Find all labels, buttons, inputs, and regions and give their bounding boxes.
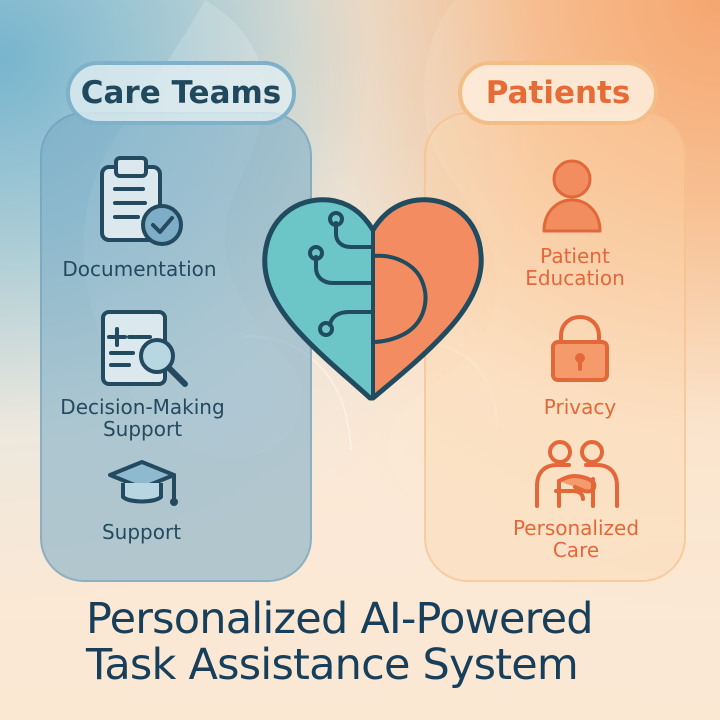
care-teams-title: Care Teams [80, 75, 282, 111]
patients-title: Patients [485, 75, 631, 111]
decision-making-support-label: Decision-Making Support [60, 395, 225, 441]
lock-icon [551, 314, 609, 382]
diagram-title: Personalized AI-Powered Task Assistance … [86, 596, 646, 688]
title-line-2: Task Assistance System [86, 640, 579, 690]
person-icon [542, 159, 602, 233]
heart-circuit-icon [262, 197, 484, 401]
privacy-label: Privacy [543, 395, 617, 419]
document-search-icon [101, 310, 188, 387]
care-teams-pill: Care Teams [66, 61, 296, 125]
documentation-label: Documentation [62, 257, 217, 281]
patient-education-label: Patient Education [525, 244, 625, 290]
graduation-cap-icon [108, 460, 178, 506]
personalized-care-label: Personalized Care [512, 516, 640, 562]
support-label: Support [101, 520, 182, 544]
title-line-1: Personalized AI-Powered [86, 594, 594, 644]
clipboard-check-icon [100, 156, 183, 246]
hug-icon [535, 440, 619, 508]
patients-pill: Patients [458, 61, 658, 125]
right-soft-shape [389, 0, 720, 565]
